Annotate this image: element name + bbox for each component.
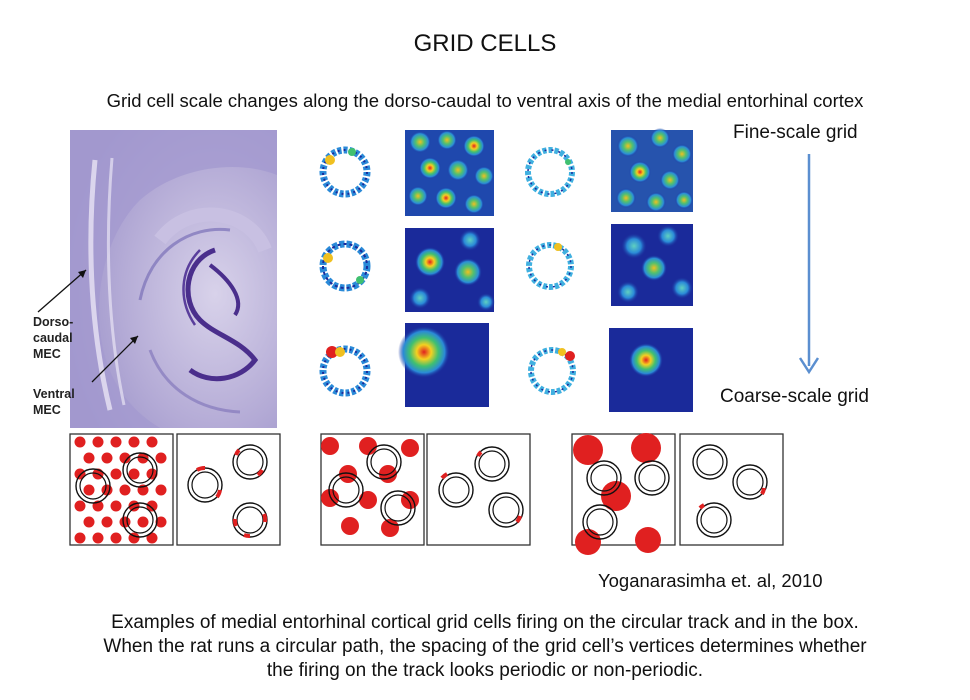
heatmap-1-2 [405, 130, 494, 216]
schematic-medium-grid [320, 433, 531, 546]
subtitle: Grid cell scale changes along the dorso-… [106, 90, 864, 111]
heatmap-3-2 [398, 323, 489, 407]
ventral-line-2: MEC [33, 403, 61, 417]
dorsocaudal-line-1: Dorso- [33, 315, 74, 329]
ventral-mec-label: Ventral MEC [33, 386, 75, 418]
page-title: GRID CELLS [413, 30, 557, 57]
ventral-line-1: Ventral [33, 387, 75, 401]
dorsocaudal-line-3: MEC [33, 347, 61, 361]
fine-scale-label: Fine-scale grid [733, 122, 858, 143]
heatmap-2-4 [611, 224, 693, 306]
scale-arrow [798, 154, 820, 375]
track-ring-3-3 [528, 347, 576, 395]
track-ring-3-1 [319, 345, 371, 397]
dorsocaudal-mec-label: Dorso- caudal MEC [33, 314, 73, 362]
schematic-fine-grid [69, 433, 281, 546]
heatmap-1-4 [611, 128, 693, 212]
caption-line-2: When the rat runs a circular path, the s… [103, 636, 867, 657]
figure-caption: Examples of medial entorhinal cortical g… [0, 611, 970, 683]
citation: Yoganarasimha et. al, 2010 [598, 570, 823, 591]
caption-line-1: Examples of medial entorhinal cortical g… [111, 612, 859, 633]
heatmap-3-4 [609, 328, 693, 412]
brain-section-image [37, 130, 277, 428]
track-ring-1-1 [319, 146, 371, 198]
dorsocaudal-line-2: caudal [33, 331, 73, 345]
coarse-scale-label: Coarse-scale grid [720, 386, 869, 407]
track-ring-2-3 [526, 242, 574, 290]
track-ring-1-3 [525, 147, 575, 197]
caption-line-3: the firing on the track looks periodic o… [266, 660, 704, 681]
track-ring-2-1 [319, 240, 371, 292]
heatmap-2-2 [405, 228, 495, 312]
schematic-coarse-grid [571, 433, 784, 555]
